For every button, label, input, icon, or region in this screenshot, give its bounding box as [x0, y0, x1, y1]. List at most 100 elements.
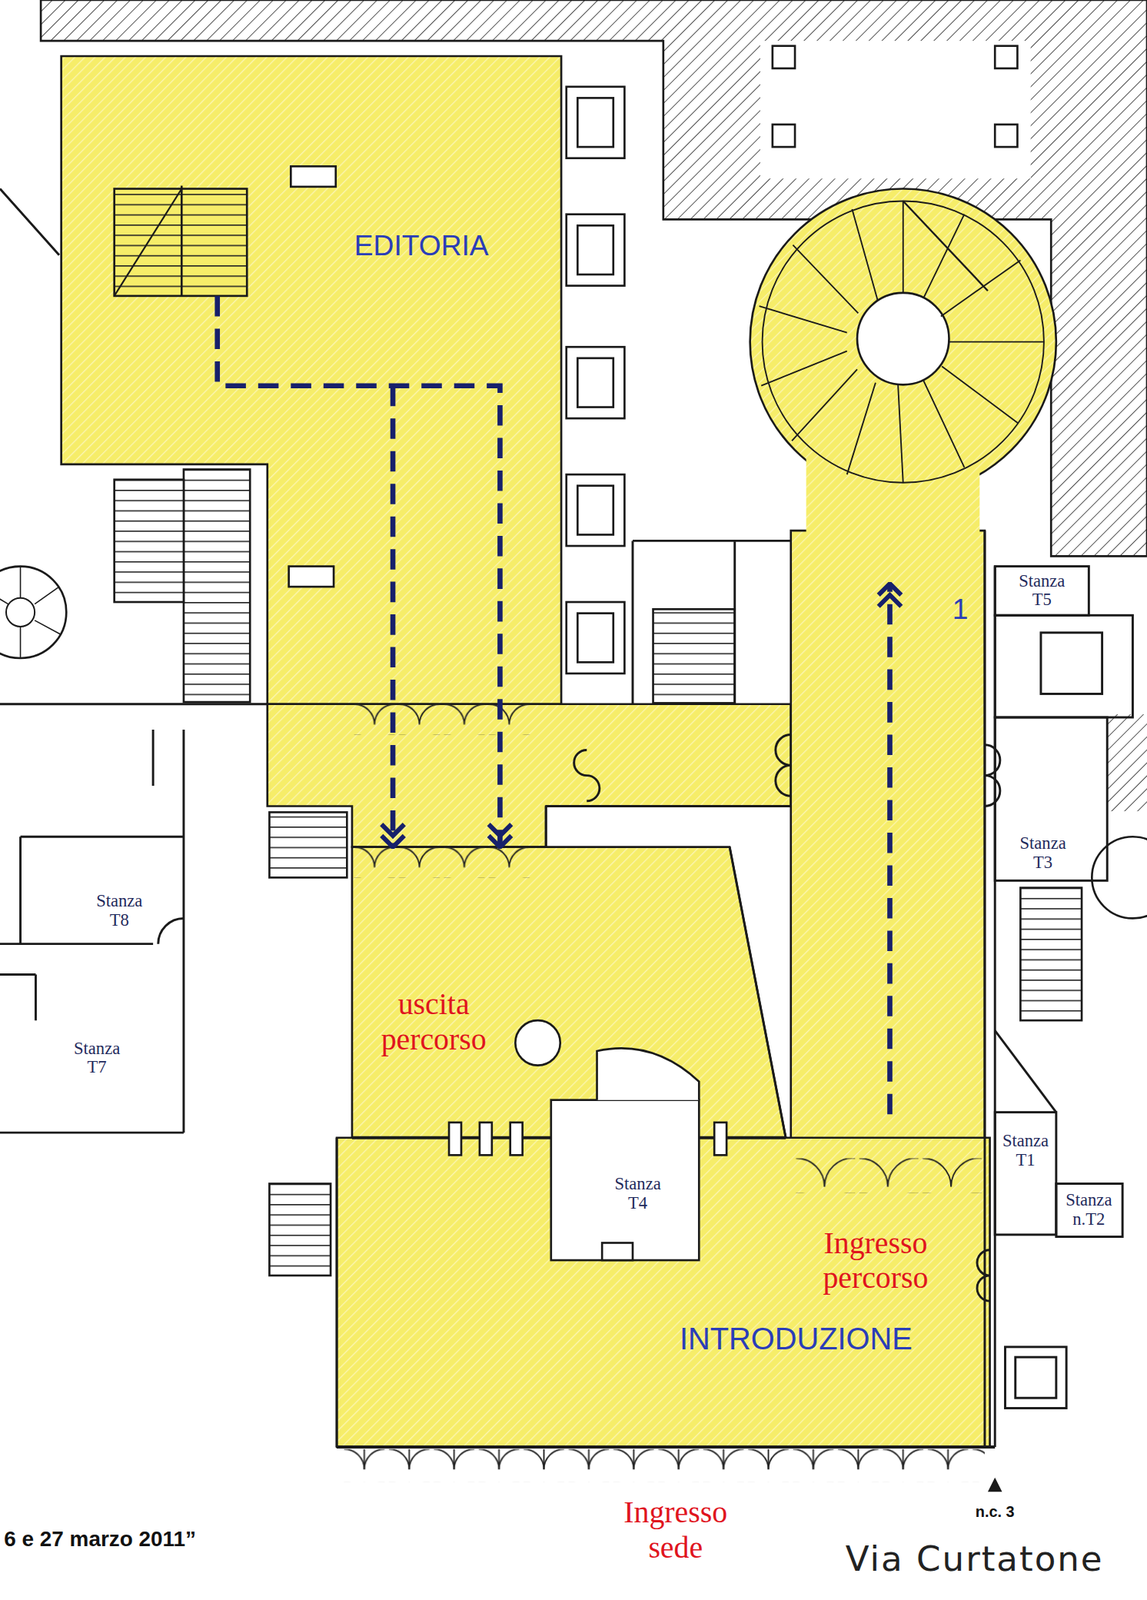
wall: [545, 805, 792, 847]
dashed-route: [217, 295, 501, 848]
window-niche: [290, 166, 336, 187]
hall-colonnade: [448, 1122, 462, 1155]
window-niche: [577, 225, 613, 275]
yellow-route-area: [352, 847, 786, 1138]
wall: [984, 530, 995, 1447]
wall: [1056, 1183, 1123, 1237]
staircase: [269, 811, 347, 878]
staircase: [6, 598, 35, 627]
hall-colonnade: [479, 1122, 493, 1155]
room-label: Stanza T5: [1010, 571, 1074, 611]
house-number: n.c. 3: [975, 1503, 1015, 1521]
yellow-route-area: [61, 56, 562, 705]
hatched-building: [994, 124, 1018, 147]
wall: [1015, 1356, 1057, 1398]
window-niche: [566, 346, 626, 419]
wall: [775, 734, 792, 797]
door: [352, 847, 532, 878]
hall-colonnade: [515, 1020, 560, 1065]
window-niche: [577, 485, 613, 536]
door: [336, 1445, 995, 1449]
spiral-stair: [759, 200, 1044, 483]
yellow-route-area: [750, 189, 1057, 496]
spiral-stair: [857, 292, 949, 385]
date-note: 6 e 27 marzo 2011”: [3, 1526, 197, 1551]
staircase: [180, 186, 183, 296]
floor-area: uscita percorso: [352, 847, 730, 1138]
area-label: uscita percorso: [357, 987, 511, 1058]
door: [794, 1157, 985, 1193]
wall: [0, 189, 1133, 1447]
window-niche: [289, 86, 626, 674]
room-label: Stanza n.T2: [1059, 1190, 1119, 1230]
route-connector: [217, 295, 501, 848]
callout-number: 1: [944, 592, 976, 626]
wall: [994, 717, 1108, 881]
staircase: [183, 468, 250, 702]
room: Stanza T5: [997, 568, 1086, 613]
room: Stanza T3: [997, 831, 1095, 877]
spiral-stair: [759, 200, 1044, 483]
hatched-building: [994, 46, 1018, 69]
staircase: [1020, 887, 1082, 1021]
wall: [977, 1250, 991, 1301]
hall-colonnade: [714, 1122, 727, 1155]
hatched-building: [772, 46, 795, 69]
floor-area: EDITORIA: [61, 56, 562, 705]
wall: [994, 1112, 1057, 1235]
street-name: Via Curtatone: [845, 1539, 1104, 1579]
hall-colonnade: [601, 1242, 633, 1261]
window-niche: [577, 97, 613, 147]
hatched-building: [760, 40, 1031, 179]
window-niche: [566, 474, 626, 546]
door: [342, 1449, 985, 1482]
wall: [632, 540, 792, 704]
wall: [0, 189, 337, 1447]
door: [336, 704, 1002, 1493]
yellow-route-area: [61, 56, 1057, 1447]
hall-colonnade: [551, 1100, 699, 1261]
wall: [1040, 632, 1103, 695]
staircase: [1091, 836, 1147, 918]
dashed-route: [390, 385, 396, 848]
staircase: [653, 608, 735, 703]
spiral-stair: [903, 200, 988, 291]
wall: [994, 1030, 1057, 1112]
room: Stanza T7: [40, 1030, 153, 1088]
window-niche: [289, 566, 334, 588]
window-niche: [566, 86, 626, 159]
staircase: [269, 1183, 331, 1276]
wall: [994, 615, 1133, 718]
wall: [984, 744, 1001, 807]
entrance-label: Ingresso percorso: [794, 1226, 958, 1297]
room: Stanza T8: [63, 882, 176, 939]
room: Stanza n.T2: [1057, 1186, 1121, 1234]
window-niche: [577, 613, 613, 663]
staircase: [114, 479, 184, 602]
staircase: [0, 566, 67, 659]
room-label: Stanza T1: [997, 1131, 1054, 1171]
wall: [158, 917, 184, 944]
room-label: Stanza T4: [605, 1174, 669, 1214]
hatched-building: [1107, 714, 1147, 812]
window-niche: [577, 358, 613, 408]
wall: [1004, 1346, 1067, 1409]
entrance-label: Ingresso sede: [594, 1495, 758, 1566]
hatched-building: [772, 124, 795, 147]
wall: [994, 566, 1089, 616]
staircase: [114, 189, 183, 296]
hall-colonnade: [510, 1122, 523, 1155]
window-niche: [566, 601, 626, 674]
room: Stanza T4: [561, 1163, 689, 1225]
route-arrow: [887, 583, 893, 1114]
room: Stanza T1: [995, 1122, 1056, 1180]
staircase: [0, 186, 1147, 1276]
room-label: Stanza T7: [65, 1039, 129, 1078]
route-arrow: [889, 583, 891, 1114]
staircase: [0, 566, 62, 659]
hall-colonnade: [597, 1047, 700, 1100]
area-label: INTRODUZIONE: [627, 1321, 965, 1357]
